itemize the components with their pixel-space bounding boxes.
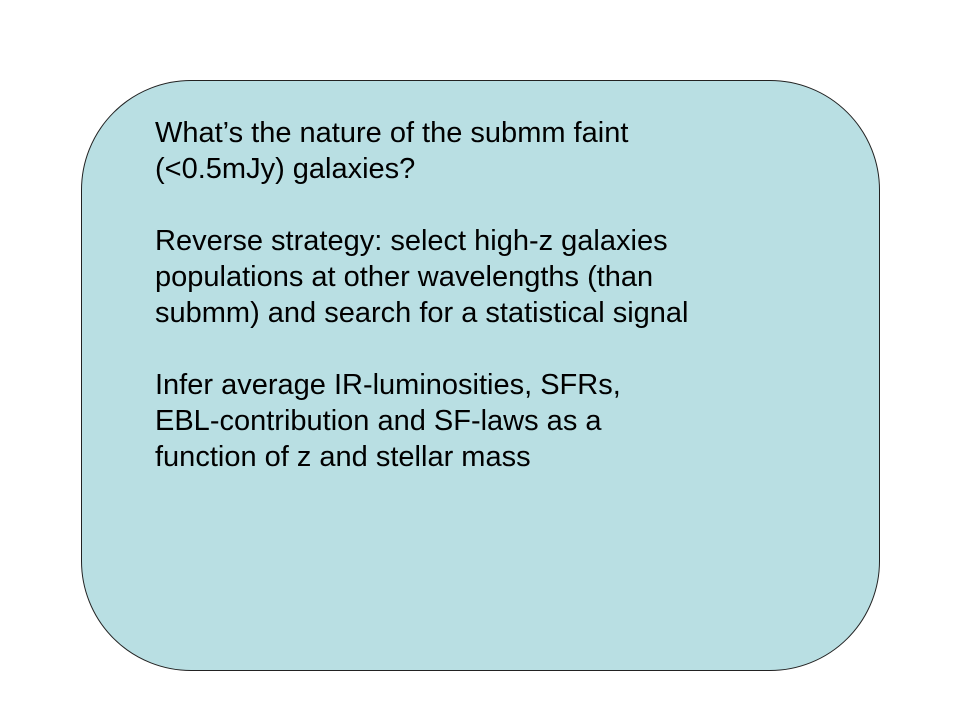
text-line: What’s the nature of the submm faint bbox=[155, 117, 629, 149]
paragraph-inference: Infer average IR-luminosities, SFRs, EBL… bbox=[155, 367, 855, 475]
text-line: (<0.5mJy) galaxies? bbox=[155, 153, 416, 185]
text-line: submm) and search for a statistical sign… bbox=[155, 297, 689, 329]
slide-panel bbox=[81, 80, 880, 671]
text-line: populations at other wavelengths (than bbox=[155, 261, 654, 293]
paragraph-strategy: Reverse strategy: select high-z galaxies… bbox=[155, 223, 855, 331]
text-line: EBL-contribution and SF-laws as a bbox=[155, 405, 602, 437]
text-line: Infer average IR-luminosities, SFRs, bbox=[155, 369, 621, 401]
text-line: function of z and stellar mass bbox=[155, 441, 531, 473]
paragraph-question: What’s the nature of the submm faint (<0… bbox=[155, 115, 855, 187]
text-line: Reverse strategy: select high-z galaxies bbox=[155, 225, 668, 257]
slide-text-body: What’s the nature of the submm faint (<0… bbox=[155, 115, 855, 475]
